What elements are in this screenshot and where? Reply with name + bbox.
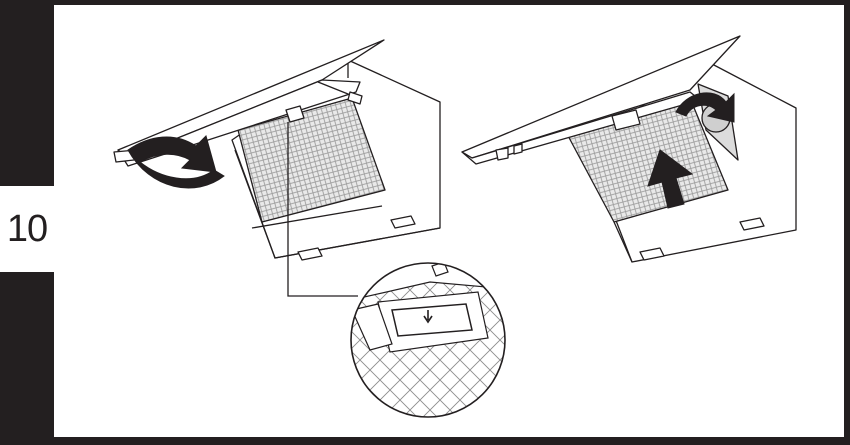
- down-arrow-icon: [423, 310, 433, 324]
- hood-right: [461, 35, 797, 263]
- frame-right-border: [844, 0, 850, 445]
- detail-leader-line: [287, 122, 358, 297]
- filter-latch-detail: [350, 262, 506, 418]
- push-up-arrow: [647, 149, 694, 209]
- rotate-down-arrow: [127, 135, 225, 189]
- step-number: 10: [6, 207, 48, 250]
- rotate-up-arrow: [675, 92, 735, 123]
- step-number-box: 10: [0, 186, 54, 272]
- grease-filter-left: [237, 97, 386, 223]
- frame-top-border: [54, 0, 850, 5]
- frame-bottom-border: [54, 437, 850, 445]
